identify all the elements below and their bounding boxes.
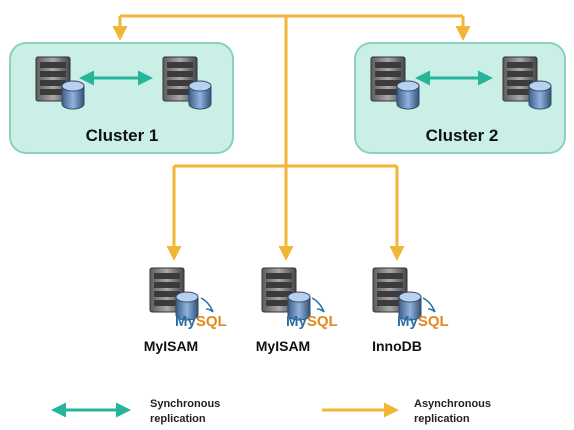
database-icon — [61, 80, 85, 110]
database-icon — [396, 80, 420, 110]
legend-async-line1: Asynchronous — [414, 398, 491, 410]
cluster-label-2: Cluster 2 — [426, 126, 499, 145]
replica-node-3: MySQL InnoDB — [372, 267, 449, 354]
dolphin-icon — [311, 297, 325, 313]
replica-node-1: MySQL MyISAM — [144, 267, 227, 354]
replica-engine-label-1: MyISAM — [144, 338, 198, 354]
replica-node-2: MySQL MyISAM — [256, 267, 338, 354]
mysql-logo: MySQL — [397, 297, 449, 330]
mysql-logo: MySQL — [175, 297, 227, 330]
cluster-label-1: Cluster 1 — [86, 126, 159, 145]
legend-sync-line2: replication — [150, 413, 206, 425]
replica-engine-label-2: MyISAM — [256, 338, 310, 354]
dolphin-icon — [200, 297, 214, 313]
legend-async-line2: replication — [414, 413, 470, 425]
mysql-logo-my: My — [286, 313, 307, 330]
replica-engine-label-3: InnoDB — [372, 338, 422, 354]
mysql-logo-my: My — [397, 313, 418, 330]
legend-sync-line1: Synchronous — [150, 398, 220, 410]
mysql-logo-sql: SQL — [418, 313, 449, 330]
database-icon — [188, 80, 212, 110]
legend: Synchronous replication Asynchronous rep… — [51, 398, 491, 425]
async-arrows — [112, 14, 471, 261]
svg-text:MySQL: MySQL — [175, 313, 227, 330]
dolphin-icon — [422, 297, 436, 313]
svg-text:MySQL: MySQL — [397, 313, 449, 330]
database-icon — [528, 80, 552, 110]
mysql-logo: MySQL — [286, 297, 338, 330]
svg-text:MySQL: MySQL — [286, 313, 338, 330]
mysql-logo-sql: SQL — [196, 313, 227, 330]
mysql-logo-sql: SQL — [307, 313, 338, 330]
mysql-logo-my: My — [175, 313, 196, 330]
